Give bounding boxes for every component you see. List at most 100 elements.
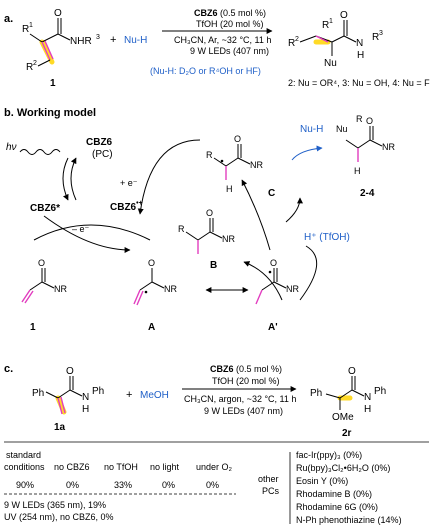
extra-line-1: 9 W LEDs (365 nm), 19% — [4, 500, 106, 510]
oxidation-path — [33, 224, 151, 241]
label-1a: 1a — [54, 422, 66, 433]
h-plus-label: H⁺ (TfOH) — [304, 232, 350, 243]
header-no-light: no light — [150, 462, 180, 472]
cycle-label-1: 1 — [30, 322, 36, 333]
aprime-to-b-arc — [299, 245, 318, 301]
product-r2: R — [288, 38, 295, 49]
conditions-c-line4: 9 W LEDs (407 nm) — [204, 406, 283, 416]
product-2r-structure: Ph O N H Ph OMe — [310, 366, 386, 423]
b-r: R — [178, 224, 185, 234]
cycle-reactant-1: O NR — [21, 258, 67, 304]
pc-note: (PC) — [92, 149, 113, 160]
value-no-tfoh: 33% — [114, 480, 132, 490]
nucleophile-label: Nu-H — [124, 35, 147, 46]
relaxation-arrow — [70, 157, 77, 201]
light-wave — [19, 149, 61, 155]
other-pc-3: Eosin Y (0%) — [296, 476, 348, 486]
radical-c-structure: R O NR H — [206, 134, 263, 194]
products-note: 2: Nu = OR⁴, 3: Nu = OH, 4: Nu = F — [288, 78, 430, 88]
p24-h: H — [354, 166, 361, 176]
c-r: R — [206, 150, 213, 160]
header-no-cbz6: no CBZ6 — [54, 462, 90, 472]
2r-n: N — [364, 392, 371, 403]
p24-nu: Nu — [336, 124, 348, 134]
conditions-a-line1: CBZ6 (0.5 mol %) — [194, 8, 266, 18]
product-o: O — [340, 10, 348, 21]
label-b: B — [210, 260, 217, 271]
reactant-r1: R — [22, 24, 29, 35]
2r-h: H — [364, 404, 371, 415]
cycle1-o: O — [38, 258, 45, 268]
2r-nph: Ph — [374, 386, 386, 397]
header-no-tfoh: no TfOH — [104, 462, 138, 472]
ap-nr1r2: NR — [286, 284, 299, 294]
header-standard: standard — [6, 450, 41, 460]
header-conditions: conditions — [4, 462, 45, 472]
c-nr1r2: NR — [250, 160, 263, 170]
panel-a-label: a. — [4, 13, 13, 25]
other-pc-2: Ru(bpy)₃Cl₂•6H₂O (0%) — [296, 463, 390, 473]
pc-radical-cation: CBZ6•+ — [110, 200, 143, 213]
value-no-cbz6: 0% — [66, 480, 79, 490]
panel-b: b. Working model hν CBZ6 (PC) CBZ6* CBZ6… — [4, 107, 395, 333]
aprime-arrow — [243, 261, 283, 301]
panel-a: a. O NHR 3 R 1 R 2 1 + Nu-H CBZ6 (0.5 mo… — [4, 8, 430, 89]
product-r1: R — [322, 20, 329, 31]
product-r2-sup: 2 — [295, 36, 299, 43]
other-pc-5: Rhodamine 6G (0%) — [296, 502, 378, 512]
other-pc-1: fac-Ir(ppy)₃ (0%) — [296, 450, 362, 460]
other-pcs-list: other PCs fac-Ir(ppy)₃ (0%) Ru(bpy)₃Cl₂•… — [258, 450, 402, 525]
c-h: H — [226, 184, 233, 194]
excitation-arrow — [62, 157, 69, 201]
panel-c-label: c. — [4, 363, 13, 375]
plus-electron: + e⁻ — [120, 178, 138, 188]
pc-name: CBZ6 — [86, 137, 113, 148]
nu-h-label: Nu-H — [300, 124, 323, 135]
value-no-light: 0% — [162, 480, 175, 490]
1a-o: O — [66, 366, 74, 377]
product-r3: R — [372, 32, 379, 43]
header-under-o2: under O₂ — [196, 462, 233, 472]
reactant-o: O — [54, 8, 62, 19]
product-r3-sup: 3 — [379, 30, 383, 37]
other-pcs-label-2: PCs — [262, 486, 280, 496]
b-to-c-arrow — [241, 179, 271, 251]
minus-electron: – e⁻ — [72, 224, 90, 234]
intermediate-a-prime-structure: O NR — [255, 258, 299, 305]
set-arrow — [43, 215, 131, 253]
panel-b-label: b. Working model — [4, 107, 96, 119]
label-a-prime: A' — [268, 322, 278, 333]
conditions-c-line1: CBZ6 (0.5 mol %) — [210, 364, 282, 374]
value-under-o2: 0% — [206, 480, 219, 490]
conditions-c-line2: TfOH (20 mol %) — [212, 376, 280, 386]
product-nu: Nu — [324, 58, 337, 69]
conditions-c: CBZ6 (0.5 mol %) TfOH (20 mol %) CH₃CN, … — [182, 364, 297, 416]
ap-o: O — [270, 258, 277, 268]
reactant-nhr: NHR — [70, 36, 92, 47]
b-o: O — [206, 208, 213, 218]
conditions-a-line3: CH₃CN, Ar, ~32 °C, 11 h — [174, 35, 271, 45]
reactant-r1-sup: 1 — [29, 22, 33, 29]
product-h: H — [357, 50, 364, 61]
p24-o: O — [366, 116, 373, 126]
conditions-a: CBZ6 (0.5 mol %) TfOH (20 mol %) CH₃CN, … — [162, 8, 273, 56]
cycle1-nr1r2: NR — [54, 284, 67, 294]
reactant-1-structure: O NHR 3 R 1 R 2 — [22, 8, 100, 73]
pc-excited: CBZ6* — [30, 203, 60, 214]
p24-nr1r2: NR — [382, 142, 395, 152]
2r-o: O — [348, 366, 356, 377]
product-r1-sup: 1 — [329, 18, 333, 25]
p24-r: R — [356, 114, 363, 124]
reactant-1a-structure: Ph O N H Ph — [32, 366, 104, 415]
other-pc-4: Rhodamine B (0%) — [296, 489, 372, 499]
control-table: standard conditions no CBZ6 no TfOH no l… — [4, 450, 236, 522]
c-o: O — [234, 134, 241, 144]
conditions-c-line3: CH₃CN, argon, ~32 °C, 11 h — [184, 394, 296, 404]
a-o: O — [148, 258, 155, 268]
other-pc-6: N-Ph phenothiazine (14%) — [296, 515, 402, 525]
nucleophile-arrow — [291, 145, 323, 161]
conditions-a-line2: TfOH (20 mol %) — [196, 19, 264, 29]
reactant-r3-sup: 3 — [96, 34, 100, 41]
b-nr1r2: NR — [222, 234, 235, 244]
